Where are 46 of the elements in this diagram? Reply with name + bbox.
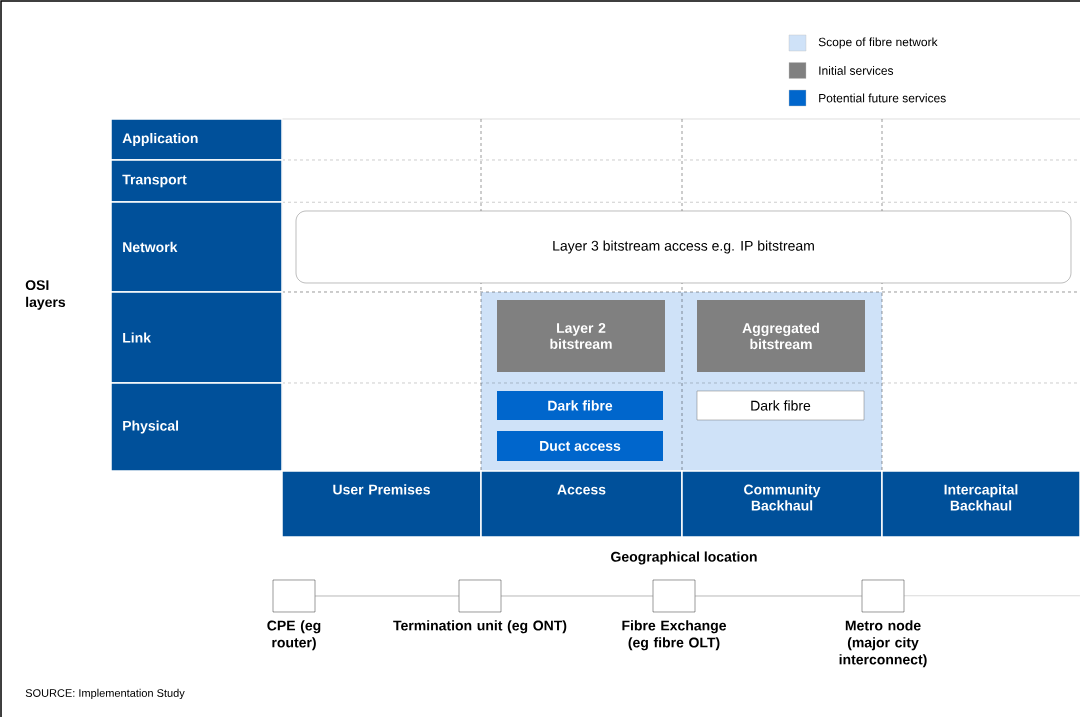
- service-box: [497, 431, 663, 461]
- location-box: [652, 579, 696, 613]
- node-label: Network: [123, 241, 178, 253]
- node-label: Duct access: [540, 441, 621, 451]
- node-label: Layer 3 bitstream access e.g. IP bitstream: [553, 240, 814, 254]
- node-label: Community Backhaul: [744, 484, 821, 511]
- layer-label-box: [110, 159, 283, 203]
- location-header: [281, 470, 482, 538]
- node-label: Physical: [123, 420, 179, 434]
- node-label: Dark fibre: [751, 400, 811, 411]
- node-label: Transport: [122, 174, 187, 188]
- location-caption: Metro node (major city interconnect): [839, 620, 927, 668]
- layer-label-box: [110, 118, 283, 161]
- axis-title: OSI layers: [25, 280, 66, 310]
- node-label: Link: [123, 332, 152, 343]
- node-label: Layer 2 bitstream: [550, 323, 612, 349]
- node-label: Intercapital Backhaul: [944, 484, 1018, 511]
- legend-text: Potential future services: [819, 93, 946, 103]
- connector-line: [695, 595, 862, 597]
- legend-text: Scope of fibre network: [818, 37, 938, 49]
- service-box: [497, 300, 665, 372]
- layer-label-box: [110, 291, 283, 384]
- location-header: [881, 470, 1080, 538]
- node-label: Application: [122, 132, 198, 147]
- layer-label-box: [110, 382, 283, 472]
- service-box: [697, 300, 865, 372]
- connector-line: [501, 595, 653, 597]
- location-header: [681, 470, 883, 538]
- location-caption: CPE (eg router): [267, 620, 321, 651]
- location-caption: Termination unit (eg ONT): [393, 620, 567, 634]
- location-box: [861, 579, 905, 613]
- service-box: [696, 390, 865, 421]
- source-note: SOURCE: Implementation Study: [25, 688, 185, 700]
- location-box: [272, 579, 316, 613]
- legend-text: Initial services: [819, 66, 894, 75]
- service-box: [295, 210, 1072, 284]
- location-caption: Fibre Exchange (eg fibre OLT): [622, 620, 727, 651]
- axis-title: Geographical location: [611, 551, 757, 565]
- node-label: Dark fibre: [548, 400, 613, 411]
- service-box: [497, 391, 663, 420]
- connector-line: [315, 595, 459, 597]
- location-box: [458, 579, 502, 613]
- location-header: [480, 470, 683, 538]
- node-label: Aggregated bitstream: [742, 322, 819, 350]
- node-label: Access: [557, 484, 606, 495]
- node-label: User Premises: [333, 484, 430, 495]
